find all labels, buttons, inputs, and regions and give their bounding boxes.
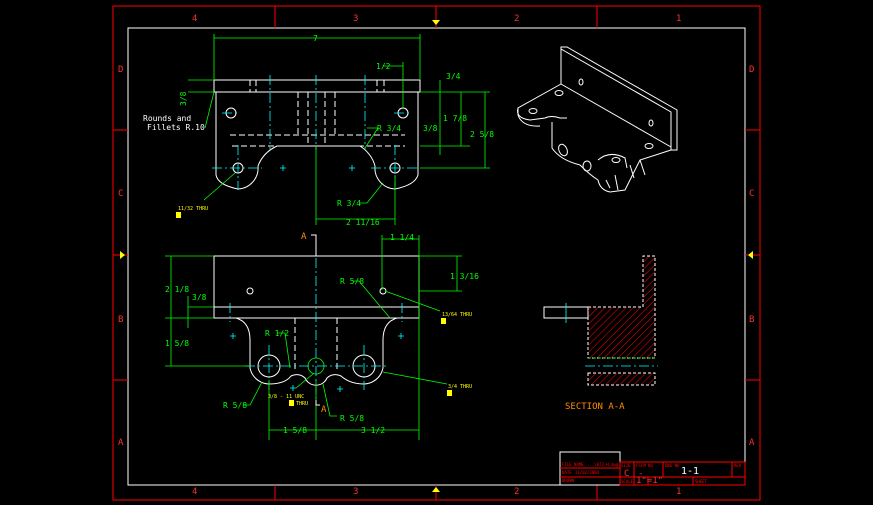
dim-3-1-2: 3 1/2 (361, 426, 385, 435)
thread-callout: 3/8 - 11 UNC (268, 394, 304, 400)
hole-callout-top: 11/32 THRU (178, 206, 208, 212)
zone-left-A: A (118, 438, 124, 448)
dim-3-8: 3/8 (192, 293, 207, 302)
zone-bottom-2: 2 (514, 487, 519, 497)
dim-1-1-4: 1 1/4 (390, 233, 414, 242)
section-mark-bottom: A (321, 405, 327, 415)
size-value: C (624, 469, 629, 479)
fscm-label: FSCM NO (636, 463, 653, 468)
section-mark-top: A (301, 232, 307, 242)
sheet-label: SHEET (695, 479, 708, 484)
fscm-value: - (638, 469, 643, 479)
rev-label: REV (734, 463, 742, 468)
zone-bottom-3: 3 (353, 487, 358, 497)
dim-1-7-8: 1 7/8 (443, 114, 467, 123)
dim-2-11-16: 2 11/16 (346, 218, 380, 227)
scale-value: 1"=1" (636, 476, 663, 486)
dim-1-3-16: 1 3/16 (450, 272, 479, 281)
dim-1-5-8-bottom: 1 5/8 (283, 426, 307, 435)
file-name-label: FILE NAME (562, 462, 584, 467)
callout-marker-icon (447, 390, 452, 396)
zone-top-4: 4 (192, 14, 197, 24)
dim-3-4: 3/4 (446, 72, 461, 81)
dim-2-5-8: 2 5/8 (470, 130, 494, 139)
dim-1-5-8-left: 1 5/8 (165, 339, 189, 348)
dim-r-3-4-upper: R 3/4 (377, 124, 401, 133)
dim-r-5-8-right: R 5/8 (340, 414, 364, 423)
dim-3-8-right: 3/8 (423, 124, 438, 133)
zone-left-D: D (118, 65, 123, 75)
title-block: FILE NAME ...\072-H.dwg DATE 11/02/2004 … (559, 451, 746, 486)
front-view[interactable]: A A 1 1/4 1 3/16 2 1/8 3/8 1 5/8 R 5/8 R… (165, 232, 479, 440)
date: 11/02/2004 (575, 470, 600, 475)
file-name: ...\072-H.dwg (587, 462, 619, 467)
dwg-no-label: DWG NO (665, 463, 680, 468)
sheet-border: 4 3 2 1 4 3 2 1 D C B A D C B A (112, 5, 761, 501)
zone-left-C: C (118, 189, 123, 199)
callout-marker-icon (441, 318, 446, 324)
zone-bottom-4: 4 (192, 487, 197, 497)
zone-right-A: A (749, 438, 755, 448)
zone-right-C: C (749, 189, 754, 199)
hole-callout-big: 3/4 THRU (448, 384, 472, 390)
dim-r-1-2: R 1/2 (265, 329, 289, 338)
zone-top-1: 1 (676, 14, 681, 24)
top-view[interactable]: 7 1/2 3/4 3/8 3/8 1 7/8 2 5/8 R 3/4 R 3/… (143, 34, 494, 227)
dwg-no: 1-1 (681, 466, 699, 477)
callout-marker-icon (289, 400, 294, 406)
dim-2-1-8: 2 1/8 (165, 285, 189, 294)
section-view[interactable]: SECTION A-A (543, 255, 658, 412)
zone-top-3: 3 (353, 14, 358, 24)
hole-callout-right: 13/64 THRU (442, 312, 472, 318)
dim-3-8-left: 3/8 (179, 91, 188, 106)
section-label: SECTION A-A (565, 402, 625, 412)
dim-half: 1/2 (376, 62, 391, 71)
zone-left-B: B (118, 315, 123, 325)
zone-right-D: D (749, 65, 754, 75)
dim-width: 7 (313, 34, 318, 43)
drawn-label: DRAWN (562, 478, 575, 483)
isometric-view[interactable] (517, 46, 678, 193)
dim-r-5-8-upper: R 5/8 (340, 277, 364, 286)
callout-marker-icon (176, 212, 181, 218)
thread-thru: THRU (296, 401, 308, 407)
size-label: SIZE (621, 463, 631, 468)
zone-bottom-1: 1 (676, 487, 681, 497)
dim-r-5-8-left: R 5/8 (223, 401, 247, 410)
note-rounds: Rounds and (143, 114, 191, 123)
center-mark-arrows-icon (120, 20, 753, 492)
note-fillets: Fillets R.10 (147, 123, 205, 132)
zone-top-2: 2 (514, 14, 519, 24)
scale-label: SCALE (621, 479, 634, 484)
dim-r-3-4-lower: R 3/4 (337, 199, 361, 208)
date-label: DATE (562, 470, 572, 475)
zone-right-B: B (749, 315, 754, 325)
